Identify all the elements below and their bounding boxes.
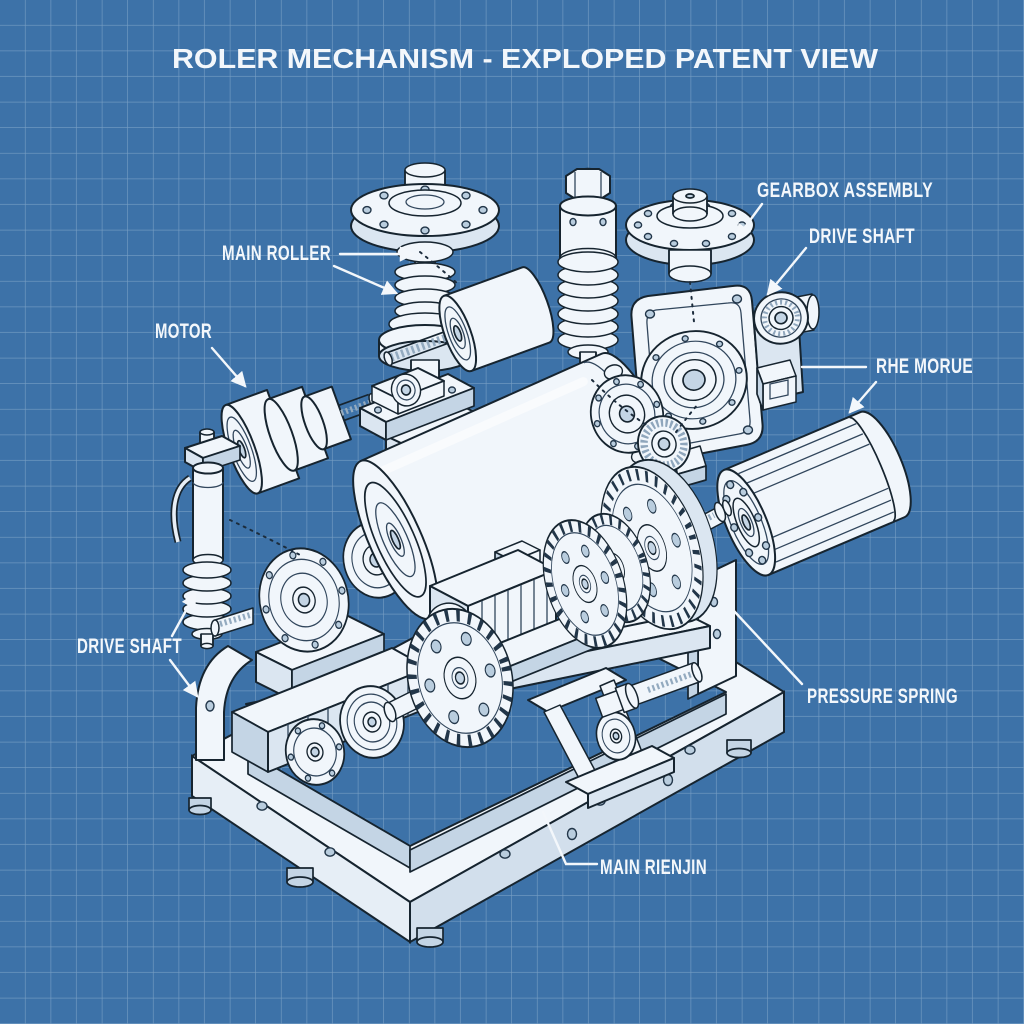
label-main-rienjin: MAIN RIENJIN [600, 856, 707, 879]
drive-shaft-left-arrow-2 [168, 658, 199, 698]
spur-gears [383, 458, 733, 749]
assembly-guide-lines [229, 251, 699, 557]
main-roller-arrow-2 [332, 264, 399, 295]
gear-middle-front [542, 519, 628, 649]
drive-shaft-right-arrow [766, 246, 808, 296]
pressure-spring-leader [732, 609, 804, 686]
gear-large-left [406, 607, 514, 749]
label-drive-shaft-left: DRIVE SHAFT [77, 635, 182, 658]
drive-shaft-left-arrow-1 [170, 591, 197, 638]
output-shaft [594, 661, 703, 718]
label-drive-shaft-right: DRIVE SHAFT [809, 225, 915, 248]
small-roller [383, 266, 555, 373]
gearbox-assembly-arrow [735, 202, 764, 240]
motor-junction-box [756, 359, 797, 411]
pillow-block-bearing [359, 367, 475, 441]
frame-feet [188, 739, 752, 948]
label-rhe-morue: RHE MORUE [876, 355, 973, 378]
pressure-spring-assembly [557, 167, 619, 381]
annotation-labels: MAIN ROLLER MOTOR GEARBOX ASSEMBLY DRIVE… [77, 179, 973, 879]
diagram-title: ROLER MECHANISM - EXPLOPED PATENT VIEW [172, 43, 879, 74]
motor-arrow [210, 346, 247, 388]
drive-shaft-bearing [753, 291, 820, 345]
label-motor: MOTOR [155, 320, 212, 343]
finned-motor [716, 410, 912, 577]
cone-pulley-unit [214, 385, 379, 495]
label-gearbox-assembly: GEARBOX ASSEMBLY [757, 179, 933, 202]
rhe-morue-arrow [848, 380, 878, 414]
label-main-roller: MAIN ROLLER [222, 242, 331, 265]
main-rienjin-leader [541, 810, 599, 866]
eared-flange [284, 718, 346, 786]
annotation-arrows [168, 202, 878, 866]
label-pressure-spring: PRESSURE SPRING [807, 685, 958, 708]
